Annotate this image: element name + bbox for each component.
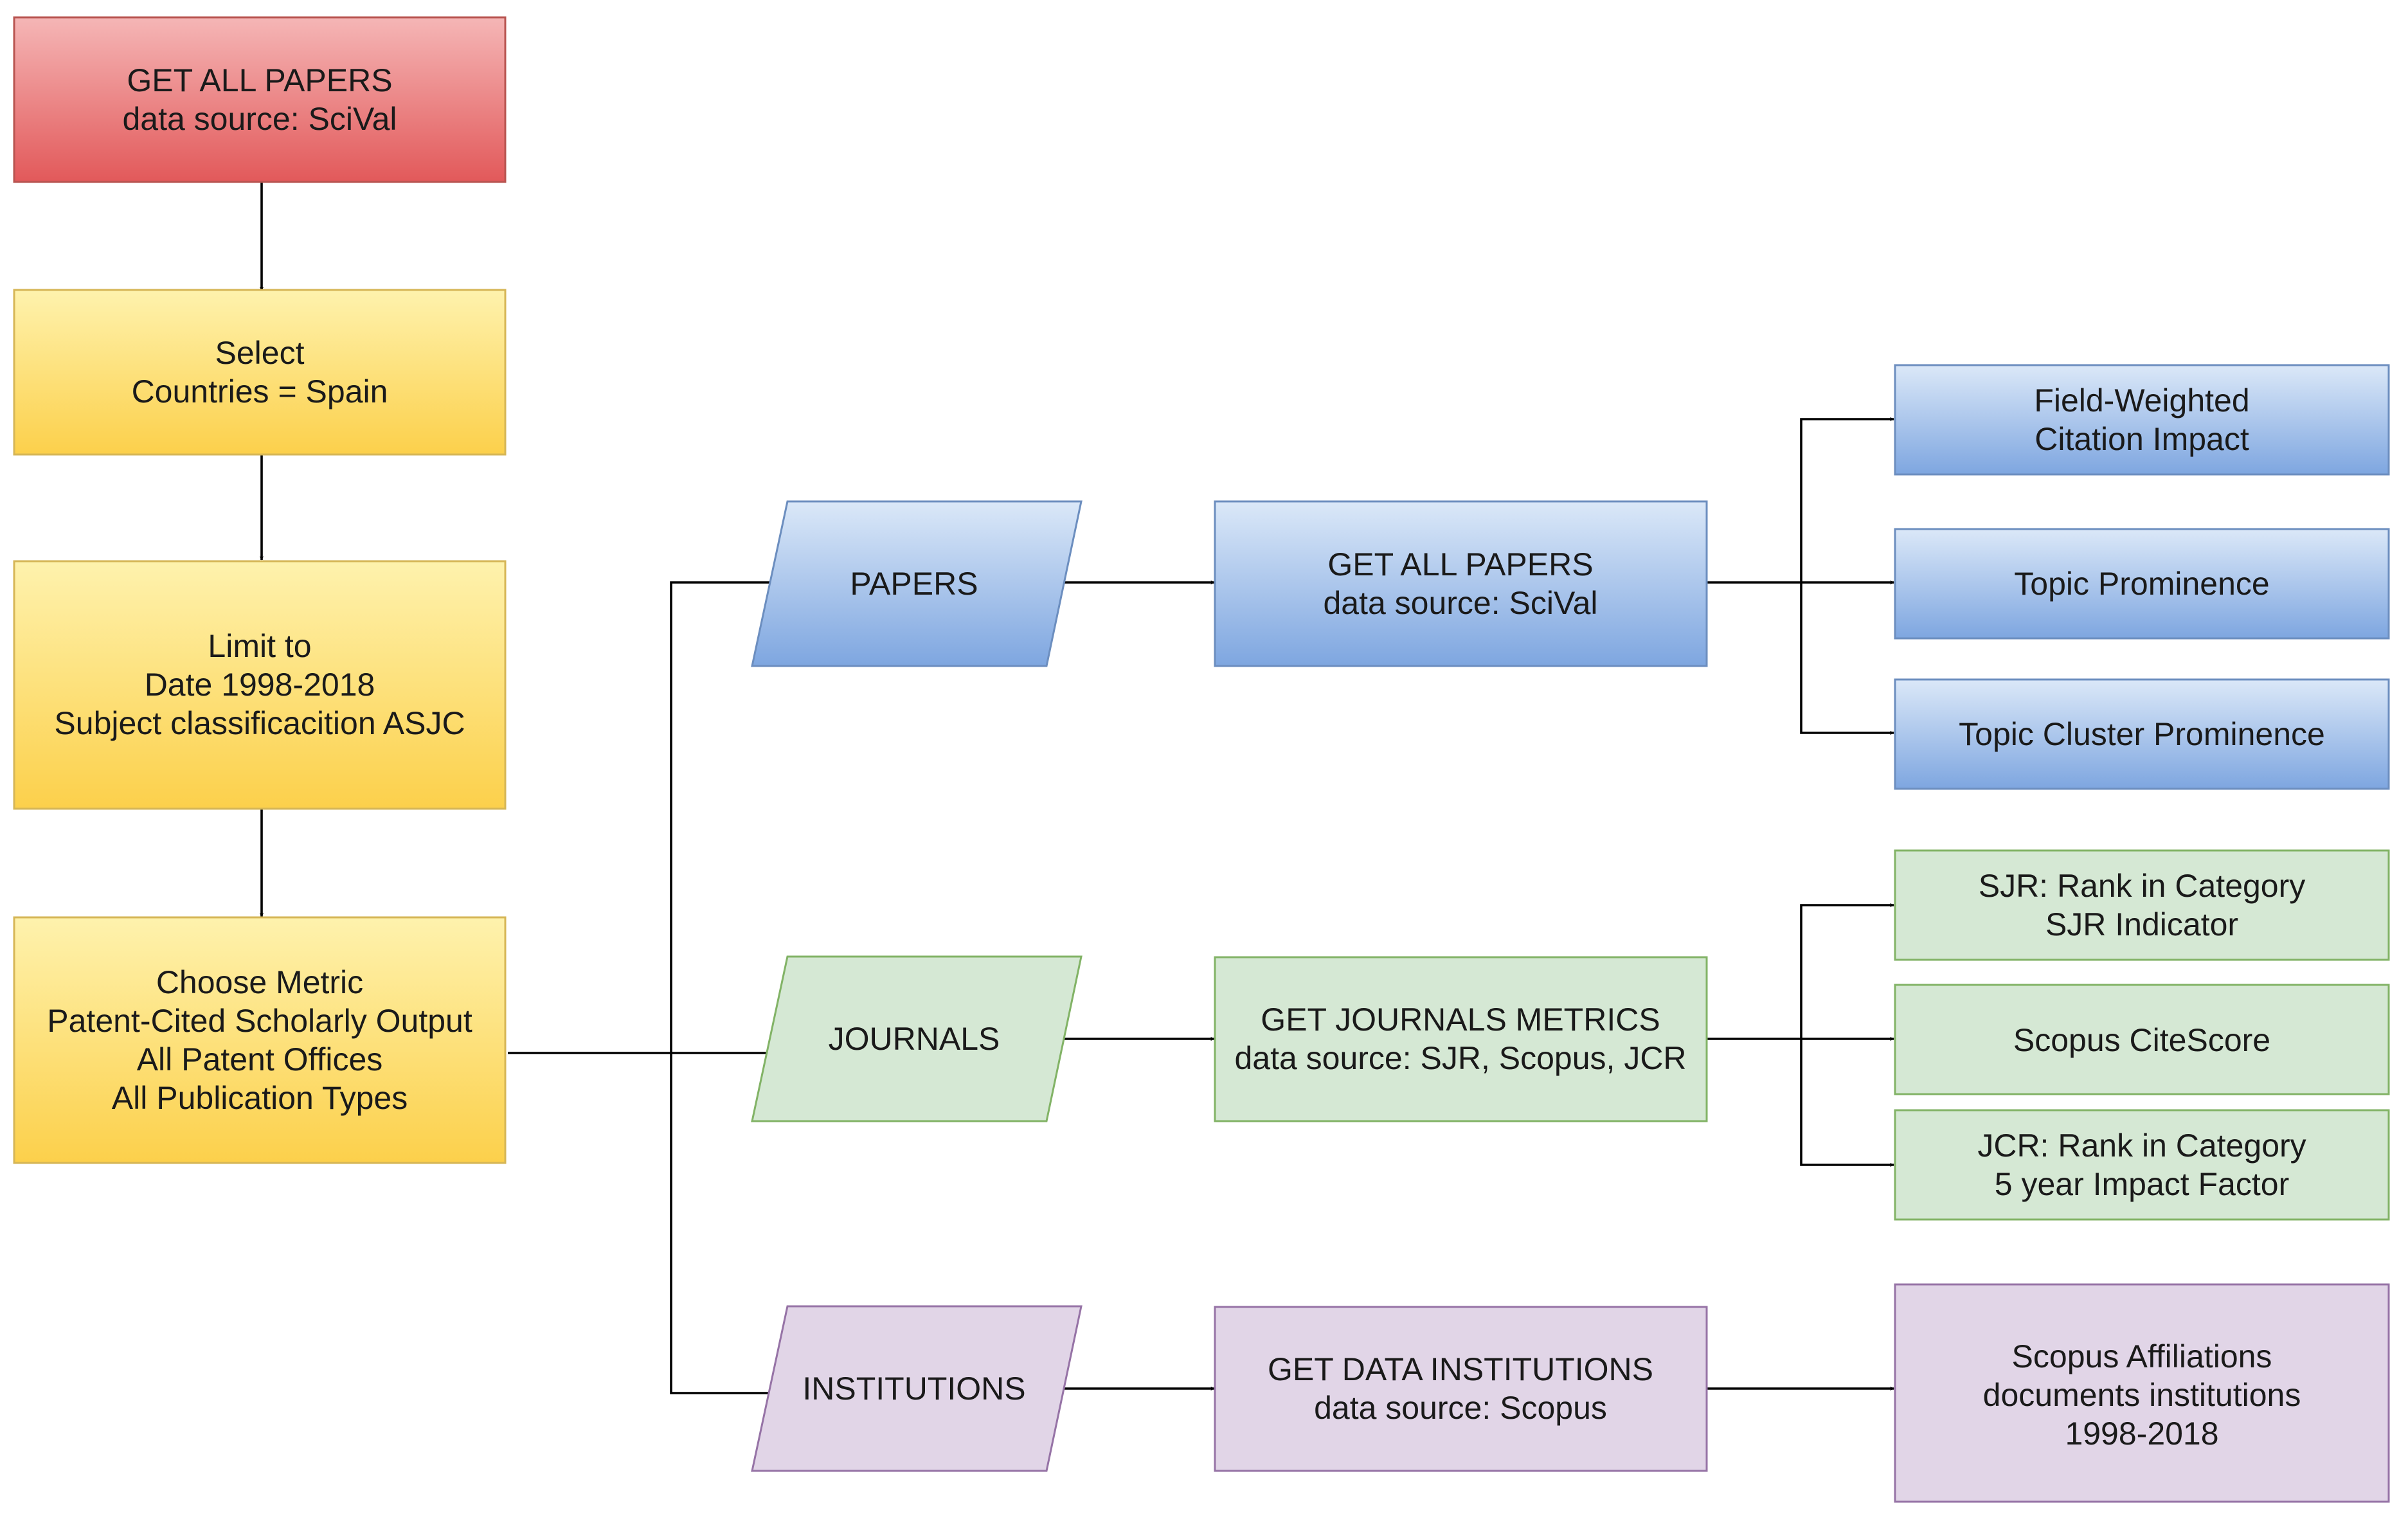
label-line: Patent-Cited Scholarly Output [47, 1003, 472, 1039]
label-line: data source: SciVal [1323, 585, 1597, 621]
node-journals: JOURNALS [751, 955, 1083, 1122]
label-line: documents institutions [1983, 1377, 2301, 1413]
arrow-trunk-to-institutions [670, 1053, 782, 1396]
connector-lines [259, 182, 1894, 1396]
label-line: GET ALL PAPERS [1327, 546, 1593, 582]
label-line: PAPERS [850, 566, 978, 602]
label-line: INSTITUTIONS [802, 1371, 1025, 1407]
label-line: Scopus Affiliations [2012, 1338, 2272, 1374]
label-line: SJR: Rank in Category [1979, 868, 2306, 904]
arrow-to-field-weighted [1800, 417, 1894, 582]
shape-journals [751, 955, 1083, 1122]
arrow-to-jcr-rank [1800, 1039, 1894, 1167]
box-scopus-citescore [1894, 984, 2390, 1095]
label-line: data source: SJR, Scopus, JCR [1234, 1040, 1686, 1076]
shape-papers [751, 500, 1083, 667]
label-line: JOURNALS [829, 1021, 1000, 1057]
label-line: All Publication Types [112, 1080, 408, 1116]
box-get-data-institutions [1214, 1306, 1708, 1472]
box-jcr-rank [1894, 1109, 2390, 1221]
arrow-to-sjr-rank [1800, 903, 1894, 1039]
box-get-all-papers-main [13, 16, 507, 183]
shape-institutions [751, 1305, 1083, 1472]
label-line: 5 year Impact Factor [1995, 1166, 2290, 1202]
label-line: Select [215, 335, 305, 371]
box-topic-prominence [1894, 528, 2390, 640]
box-choose-metric [13, 916, 507, 1164]
box-sjr-rank [1894, 849, 2390, 961]
box-get-journals-metrics [1214, 956, 1708, 1122]
label-line: All Patent Offices [137, 1041, 383, 1077]
box-get-all-papers-scival [1214, 500, 1708, 667]
label-line: 1998-2018 [2065, 1416, 2218, 1452]
node-scopus-citescore: Scopus CiteScore [1894, 984, 2390, 1095]
box-limit-to [13, 560, 507, 810]
label-line: Field-Weighted [2034, 382, 2249, 419]
node-topic-cluster-prominence: Topic Cluster Prominence [1894, 678, 2390, 790]
label-line: GET ALL PAPERS [127, 62, 392, 98]
label-line: data source: Scopus [1314, 1390, 1607, 1426]
arrow-to-topic-cluster [1800, 582, 1894, 735]
label-line: Topic Cluster Prominence [1959, 716, 2325, 752]
node-topic-prominence: Topic Prominence [1894, 528, 2390, 640]
box-scopus-affiliations [1894, 1283, 2390, 1503]
label-line: Topic Prominence [2014, 566, 2269, 602]
node-institutions: INSTITUTIONS [751, 1305, 1083, 1472]
label-journals: JOURNALS [829, 1021, 1000, 1057]
label-line: Limit to [208, 628, 311, 664]
node-papers: PAPERS [751, 500, 1083, 667]
label-topic-prominence: Topic Prominence [2014, 566, 2269, 602]
label-topic-cluster-prominence: Topic Cluster Prominence [1959, 716, 2325, 752]
label-line: Choose Metric [156, 964, 363, 1000]
label-line: Countries = Spain [132, 374, 388, 410]
label-institutions: INSTITUTIONS [802, 1371, 1025, 1407]
label-papers: PAPERS [850, 566, 978, 602]
label-line: Date 1998-2018 [145, 667, 375, 703]
label-line: data source: SciVal [122, 101, 397, 137]
label-line: Scopus CiteScore [2013, 1022, 2270, 1058]
box-select-countries [13, 289, 507, 456]
label-scopus-citescore: Scopus CiteScore [2013, 1022, 2270, 1058]
label-line: GET DATA INSTITUTIONS [1268, 1351, 1653, 1387]
arrow-trunk-to-papers [670, 580, 782, 1053]
label-line: Subject classificacition ASJC [54, 705, 465, 741]
label-line: Citation Impact [2035, 421, 2249, 457]
box-topic-cluster-prominence [1894, 678, 2390, 790]
label-line: JCR: Rank in Category [1977, 1128, 2306, 1164]
label-line: SJR Indicator [2045, 906, 2238, 942]
box-field-weighted [1894, 364, 2390, 476]
label-line: GET JOURNALS METRICS [1261, 1002, 1660, 1038]
